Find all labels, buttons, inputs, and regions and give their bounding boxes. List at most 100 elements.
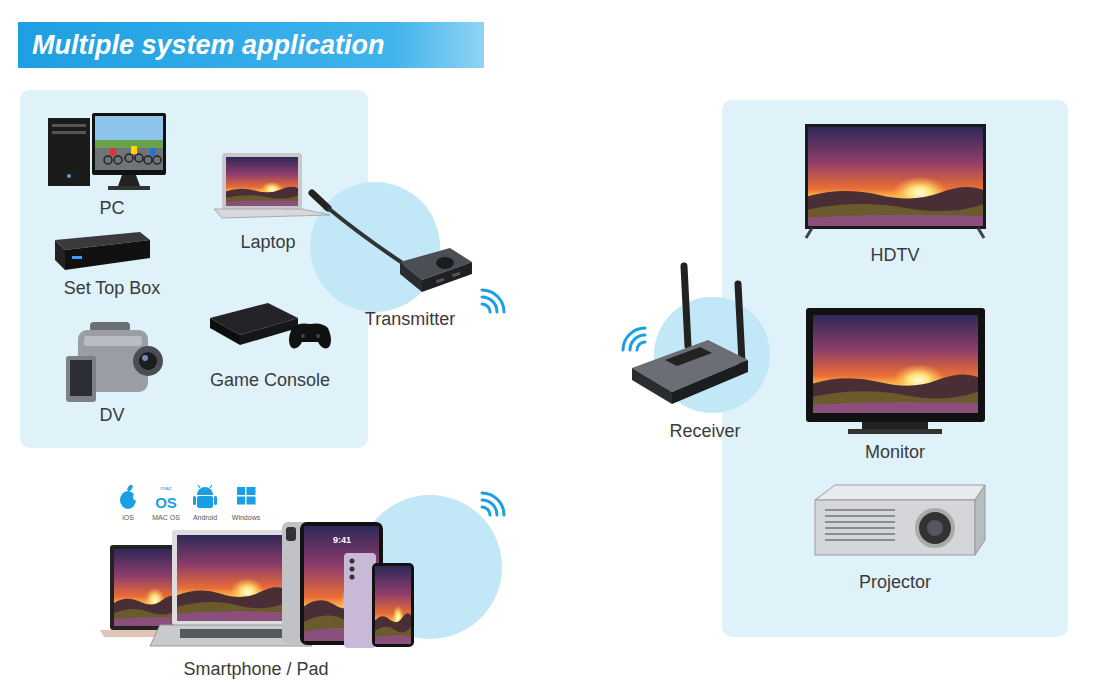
monitor-figure: [862, 422, 928, 430]
hdtv-figure: [805, 124, 986, 229]
pc-figure: [153, 156, 161, 164]
circle-outline: [358, 495, 502, 639]
projector-figure: [927, 520, 943, 536]
camcorder-figure: [66, 356, 96, 402]
circle-outline: [654, 297, 770, 413]
circle-fill: [654, 297, 770, 413]
wifi-signal: [482, 297, 497, 312]
game-console-figure: [289, 324, 331, 349]
wifi-signal: [482, 290, 504, 312]
mobile-devices-figure: [100, 522, 414, 648]
windows-icon: [237, 487, 245, 495]
projector-figure: [815, 485, 985, 555]
wifi-signal: [482, 493, 504, 515]
pc-figure: [95, 116, 163, 170]
projector-figure: [975, 485, 985, 555]
device-label: PC: [99, 198, 124, 220]
game-console-figure: [210, 303, 331, 348]
title-banner: [18, 22, 484, 68]
icon-text: mac: [160, 485, 171, 492]
set-top-box-figure: [65, 240, 150, 270]
mobile-devices-figure: [350, 559, 355, 564]
apple-icon: [120, 491, 136, 509]
device-label: Receiver: [669, 421, 740, 443]
transmitter-device: [436, 257, 454, 269]
pc-figure: [48, 113, 166, 190]
pc-figure: [52, 131, 86, 134]
android-icon: [197, 487, 213, 495]
pc-figure: [52, 124, 86, 127]
receiver-device: [738, 284, 742, 362]
android-icon: [214, 496, 217, 505]
mobile-devices-figure: [344, 553, 376, 648]
monitor-figure: [806, 308, 985, 422]
mobile-devices-figure: [110, 545, 182, 630]
laptop-figure: [214, 209, 330, 218]
windows-icon: [247, 497, 256, 505]
display-panel: [722, 100, 1068, 637]
circle-fill: [310, 182, 440, 312]
windows-icon: [237, 497, 245, 505]
camcorder-figure: [66, 322, 163, 402]
device-label: Monitor: [865, 442, 925, 464]
transmitter-circle: Transmitter: [310, 182, 440, 312]
hdtv-figure: [978, 228, 984, 238]
pc-figure: [150, 148, 156, 156]
device-label: Set Top Box: [64, 278, 161, 300]
os-label: MAC OS: [152, 514, 180, 522]
transmitter-device: [312, 193, 328, 208]
pc-figure: [104, 156, 112, 164]
android-icon: [197, 496, 213, 508]
set-top-box-figure: [55, 240, 65, 270]
windows-icon: [247, 487, 256, 495]
circle-outline: [310, 182, 440, 312]
icon-text: OS: [155, 494, 177, 512]
wifi-signal: [482, 493, 504, 515]
apple-icon: [126, 484, 133, 492]
mobile-devices-figure: [180, 629, 284, 638]
laptop-figure: [214, 153, 330, 218]
device-label: DV: [99, 405, 124, 427]
title-text: Multiple system application: [32, 29, 385, 61]
screen-clock: 9:41: [333, 536, 351, 546]
game-console-figure: [316, 334, 320, 338]
device-label: HDTV: [871, 245, 920, 267]
device-label: Game Console: [210, 370, 330, 392]
device-label: Transmitter: [365, 309, 455, 331]
windows-icon: [237, 487, 256, 505]
hdtv-figure: [806, 228, 812, 238]
mobile-devices-figure: [350, 575, 355, 580]
monitor-figure: [806, 308, 985, 434]
camcorder-figure: [70, 360, 92, 396]
os-label: Android: [193, 514, 217, 522]
title-banner: [18, 22, 484, 68]
mobile-devices-figure: [177, 535, 287, 621]
pc-figure: [144, 156, 152, 164]
pc-figure: [67, 174, 71, 178]
wifi-signal: [482, 304, 490, 312]
pc-figure: [108, 186, 150, 190]
camcorder-figure: [139, 352, 157, 370]
laptop-figure: [222, 153, 302, 210]
mobile-circle: Smartphone / Pad: [358, 495, 502, 639]
camcorder-figure: [84, 336, 142, 346]
circle-fill: [358, 495, 502, 639]
camcorder-figure: [142, 355, 148, 361]
device-label: Projector: [859, 572, 931, 594]
hdtv-figure: [808, 127, 983, 226]
android-icon: [193, 485, 217, 508]
camcorder-figure: [133, 346, 163, 376]
os-label: iOS: [122, 514, 134, 522]
mobile-devices-figure: [372, 563, 414, 647]
pc-figure: [131, 146, 137, 154]
mobile-devices-figure: [172, 530, 292, 625]
android-icon: [193, 496, 196, 505]
wifi-signal: [482, 290, 504, 312]
wifi-signal: [482, 507, 490, 515]
projector-figure: [825, 510, 895, 540]
hdtv-figure: [805, 124, 986, 238]
wifi-signal: [482, 500, 497, 515]
projector-figure: [815, 485, 985, 500]
pc-figure: [135, 154, 143, 162]
